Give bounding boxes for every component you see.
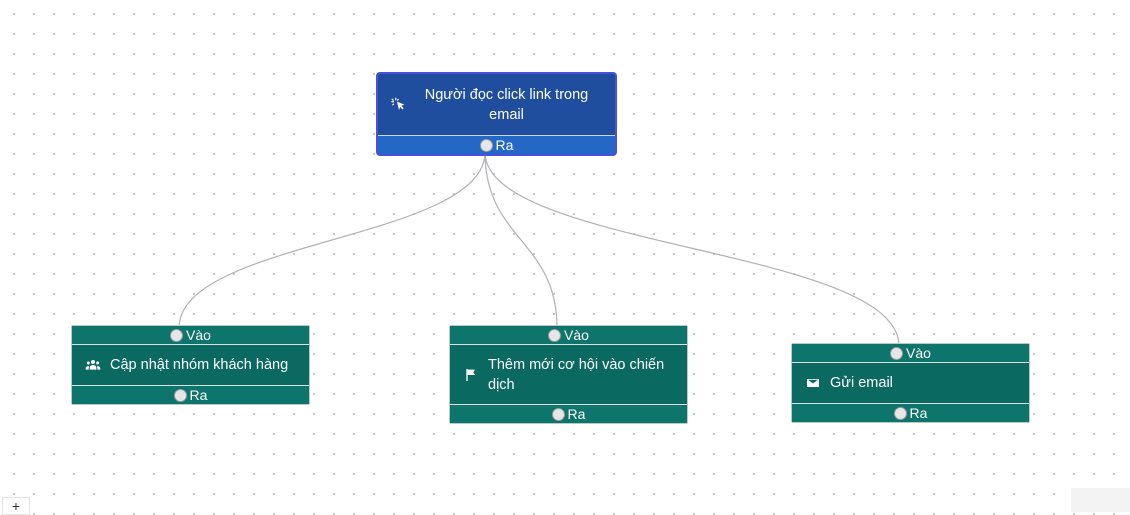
envelope-icon	[804, 374, 822, 392]
add-opportunity-node-body: Thêm mới cơ hội vào chiến dịch	[450, 345, 687, 404]
output-port-label: Ra	[567, 406, 586, 422]
update-group-node[interactable]: Vào Cập nhật nhóm khách hàng Ra	[71, 325, 310, 405]
edge-trigger-to-add-opportunity[interactable]	[484, 151, 558, 329]
update-group-input-port[interactable]: Vào	[72, 326, 309, 345]
send-email-node[interactable]: Vào Gửi email Ra	[791, 343, 1030, 423]
trigger-node-body: Người đọc click link trong email	[378, 74, 615, 135]
people-group-icon	[84, 356, 102, 374]
send-email-output-port[interactable]: Ra	[792, 403, 1029, 422]
send-email-node-body: Gửi email	[792, 363, 1029, 403]
output-port-label: Ra	[495, 137, 514, 153]
edge-trigger-to-update-group[interactable]	[178, 151, 486, 329]
update-group-node-label: Cập nhật nhóm khách hàng	[110, 357, 289, 373]
add-opportunity-node[interactable]: Vào Thêm mới cơ hội vào chiến dịch Ra	[449, 325, 688, 424]
trigger-node[interactable]: Người đọc click link trong email Ra	[376, 72, 617, 156]
output-handle[interactable]	[893, 406, 907, 420]
flag-icon	[462, 366, 480, 384]
input-port-label: Vào	[186, 327, 211, 343]
output-port-label: Ra	[189, 387, 208, 403]
trigger-node-label: Người đọc click link trong email	[424, 86, 589, 123]
edge-trigger-to-send-email[interactable]	[484, 151, 900, 347]
update-group-node-body: Cập nhật nhóm khách hàng	[72, 345, 309, 385]
output-handle[interactable]	[173, 388, 187, 402]
output-port-label: Ra	[909, 405, 928, 421]
input-handle[interactable]	[170, 328, 184, 342]
input-handle[interactable]	[548, 328, 562, 342]
update-group-output-port[interactable]: Ra	[72, 385, 309, 404]
output-handle[interactable]	[479, 138, 493, 152]
add-opportunity-input-port[interactable]: Vào	[450, 326, 687, 345]
input-port-label: Vào	[906, 345, 931, 361]
output-handle[interactable]	[551, 407, 565, 421]
cursor-click-icon	[390, 96, 408, 114]
input-handle[interactable]	[890, 346, 904, 360]
zoom-in-button[interactable]: +	[2, 497, 30, 515]
trigger-output-port[interactable]: Ra	[378, 135, 615, 154]
minimap[interactable]	[1071, 488, 1130, 512]
send-email-node-label: Gửi email	[830, 375, 893, 391]
add-opportunity-output-port[interactable]: Ra	[450, 404, 687, 423]
add-opportunity-node-label: Thêm mới cơ hội vào chiến dịch	[488, 356, 665, 393]
send-email-input-port[interactable]: Vào	[792, 344, 1029, 363]
input-port-label: Vào	[564, 327, 589, 343]
